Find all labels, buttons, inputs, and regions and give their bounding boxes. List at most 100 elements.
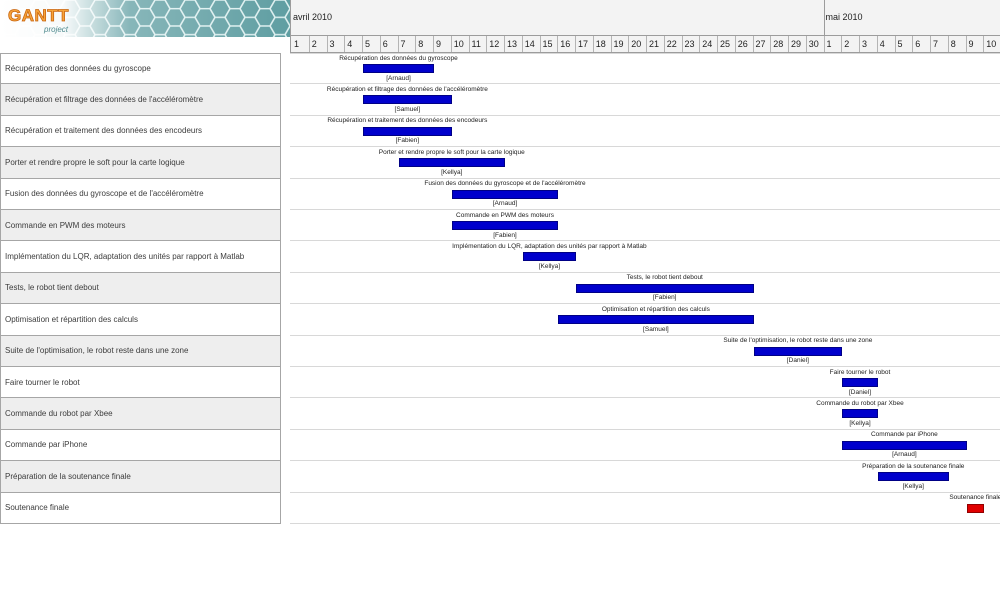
row-gridline [290, 460, 1000, 462]
day-tick-label: 7 [931, 36, 949, 52]
task-bar [451, 189, 559, 199]
task-bar [842, 440, 967, 450]
task-bar-label: Récupération et filtrage des données de … [326, 85, 488, 93]
row-gridline [290, 83, 1000, 85]
day-tick-label: 3 [860, 36, 878, 52]
task-resource-label: [Fabien] [395, 137, 420, 145]
logo-title: GANTT [8, 6, 69, 25]
task-bar-label: Fusion des données du gyroscope et de l'… [424, 180, 586, 188]
task-resource-label: [Kellya] [849, 419, 871, 427]
task-resource-label: [Kellya] [538, 262, 561, 270]
day-tick-label: 16 [558, 36, 576, 52]
day-tick-label: 28 [771, 36, 789, 52]
task-bar-label: Préparation de la soutenance finale [862, 462, 965, 470]
task-name-cell: Soutenance finale [0, 492, 281, 524]
task-bar-label: Optimisation et répartition des calculs [601, 305, 710, 313]
task-bar [522, 252, 576, 262]
row-gridline [290, 114, 1000, 116]
task-name-cell: Implémentation du LQR, adaptation des un… [0, 241, 281, 273]
day-tick-label: 10 [984, 36, 1000, 52]
logo-subtitle: project [43, 25, 69, 34]
day-tick-label: 9 [967, 36, 985, 52]
day-tick-label: 22 [665, 36, 683, 52]
day-tick-label: 17 [576, 36, 594, 52]
task-bar [363, 126, 452, 136]
task-bar-label: Commande par iPhone [870, 431, 938, 439]
task-resource-label: [Kellya] [902, 482, 924, 490]
day-tick-label: 11 [470, 36, 488, 52]
day-tick-label: 5 [363, 36, 381, 52]
month-label: avril 2010 [292, 0, 825, 35]
row-gridline [290, 303, 1000, 305]
row-gridline [290, 209, 1000, 210]
task-resource-label: [Samuel] [643, 325, 669, 333]
task-name-cell: Fusion des données du gyroscope et de l'… [0, 178, 281, 210]
row-gridline [290, 271, 1000, 273]
task-bar [558, 315, 754, 325]
task-resource-label: [Fabien] [653, 294, 677, 302]
day-tick-label: 30 [807, 36, 825, 52]
day-tick-label: 5 [896, 36, 914, 52]
task-name-cell: Porter et rendre propre le soft pour la … [0, 147, 281, 179]
task-bar [842, 378, 878, 387]
task-bar-label: Soutenance finale [949, 494, 1000, 502]
row-gridline [290, 146, 1000, 148]
row-gridline [290, 397, 1000, 399]
task-bar-label: Récupération et traitement des données d… [327, 117, 488, 125]
gantt-chart-area: Récupération des données du gyroscope[Ar… [290, 53, 1000, 525]
day-tick-label: 15 [541, 36, 559, 52]
task-bar [363, 95, 452, 105]
day-tick-label: 18 [594, 36, 612, 52]
day-tick-label: 1 [292, 36, 310, 52]
day-tick-label: 8 [416, 36, 434, 52]
row-gridline [290, 491, 1000, 493]
day-tick-label: 1 [825, 36, 843, 52]
task-bar [966, 503, 985, 513]
day-tick-label: 6 [381, 36, 399, 52]
row-gridline [290, 177, 1000, 179]
task-name-cell: Récupération et traitement des données d… [0, 115, 281, 148]
task-resource-label: [Daniel] [786, 357, 809, 365]
task-resource-label: [Arnaud] [492, 200, 518, 208]
task-resource-label: [Samuel] [394, 105, 421, 113]
task-bar-label: Commande du robot par Xbee [816, 399, 904, 407]
day-tick-label: 8 [949, 36, 967, 52]
day-tick-label: 4 [878, 36, 896, 52]
task-bar [451, 221, 559, 230]
task-bar-label: Faire tourner le robot [829, 368, 891, 376]
row-gridline [290, 428, 1000, 430]
task-resource-label: [Daniel] [848, 388, 872, 396]
day-tick-label: 25 [718, 36, 736, 52]
task-name-cell: Optimisation et répartition des calculs [0, 304, 281, 336]
row-gridline [290, 53, 1000, 54]
logo-fade [0, 0, 290, 37]
task-resource-label: [Arnaud] [386, 74, 411, 82]
task-bar-label: Porter et rendre propre le soft pour la … [378, 148, 525, 156]
day-tick-label: 6 [913, 36, 931, 52]
month-label: mai 2010 [825, 0, 1000, 35]
task-name-cell: Suite de l'optimisation, le robot reste … [0, 335, 281, 367]
task-name-cell: Récupération des données du gyroscope [0, 53, 281, 85]
task-resource-label: [Fabien] [493, 231, 517, 239]
task-resource-label: [Arnaud] [892, 451, 917, 459]
row-gridline [290, 240, 1000, 242]
day-tick-label: 26 [736, 36, 754, 52]
day-tick-label: 24 [700, 36, 718, 52]
task-name-cell: Commande en PWM des moteurs [0, 210, 281, 242]
task-name-cell: Préparation de la soutenance finale [0, 461, 281, 493]
day-tick-label: 27 [754, 36, 772, 52]
task-name-cell: Tests, le robot tient debout [0, 272, 281, 305]
day-tick-label: 29 [789, 36, 807, 52]
day-tick-label: 10 [452, 36, 470, 52]
day-tick-label: 7 [399, 36, 417, 52]
task-bar-label: Tests, le robot tient debout [626, 274, 703, 282]
day-tick-label: 19 [612, 36, 630, 52]
day-tick-label: 21 [647, 36, 665, 52]
row-gridline [290, 334, 1000, 336]
task-bar [842, 409, 878, 419]
task-name-cell: Récupération et filtrage des données de … [0, 84, 281, 116]
